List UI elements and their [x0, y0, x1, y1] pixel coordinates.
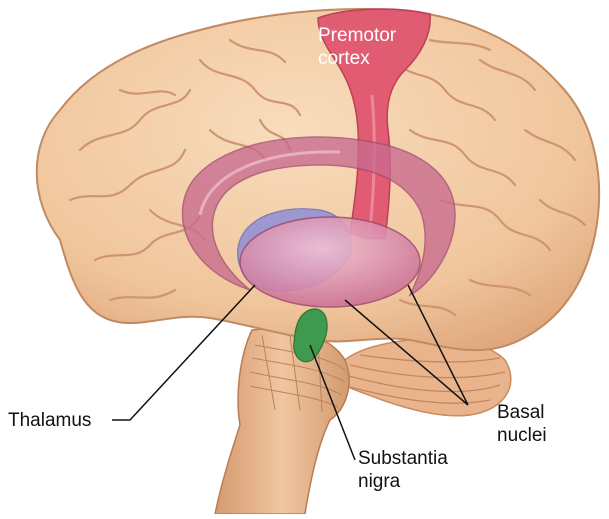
label-premotor-line2: cortex [318, 47, 396, 70]
label-basal-nuclei: Basal nuclei [497, 401, 547, 447]
label-thalamus-text: Thalamus [8, 410, 91, 431]
label-substantia-line2: nigra [358, 470, 448, 493]
label-thalamus: Thalamus [8, 409, 91, 432]
label-basal-line1: Basal [497, 401, 547, 424]
label-premotor-line1: Premotor [318, 24, 396, 47]
label-substantia-line1: Substantia [358, 447, 448, 470]
brainstem [215, 329, 349, 514]
label-premotor-cortex: Premotor cortex [318, 24, 396, 70]
label-basal-line2: nuclei [497, 424, 547, 447]
label-substantia-nigra: Substantia nigra [358, 447, 448, 493]
lentiform-nucleus [240, 217, 420, 307]
